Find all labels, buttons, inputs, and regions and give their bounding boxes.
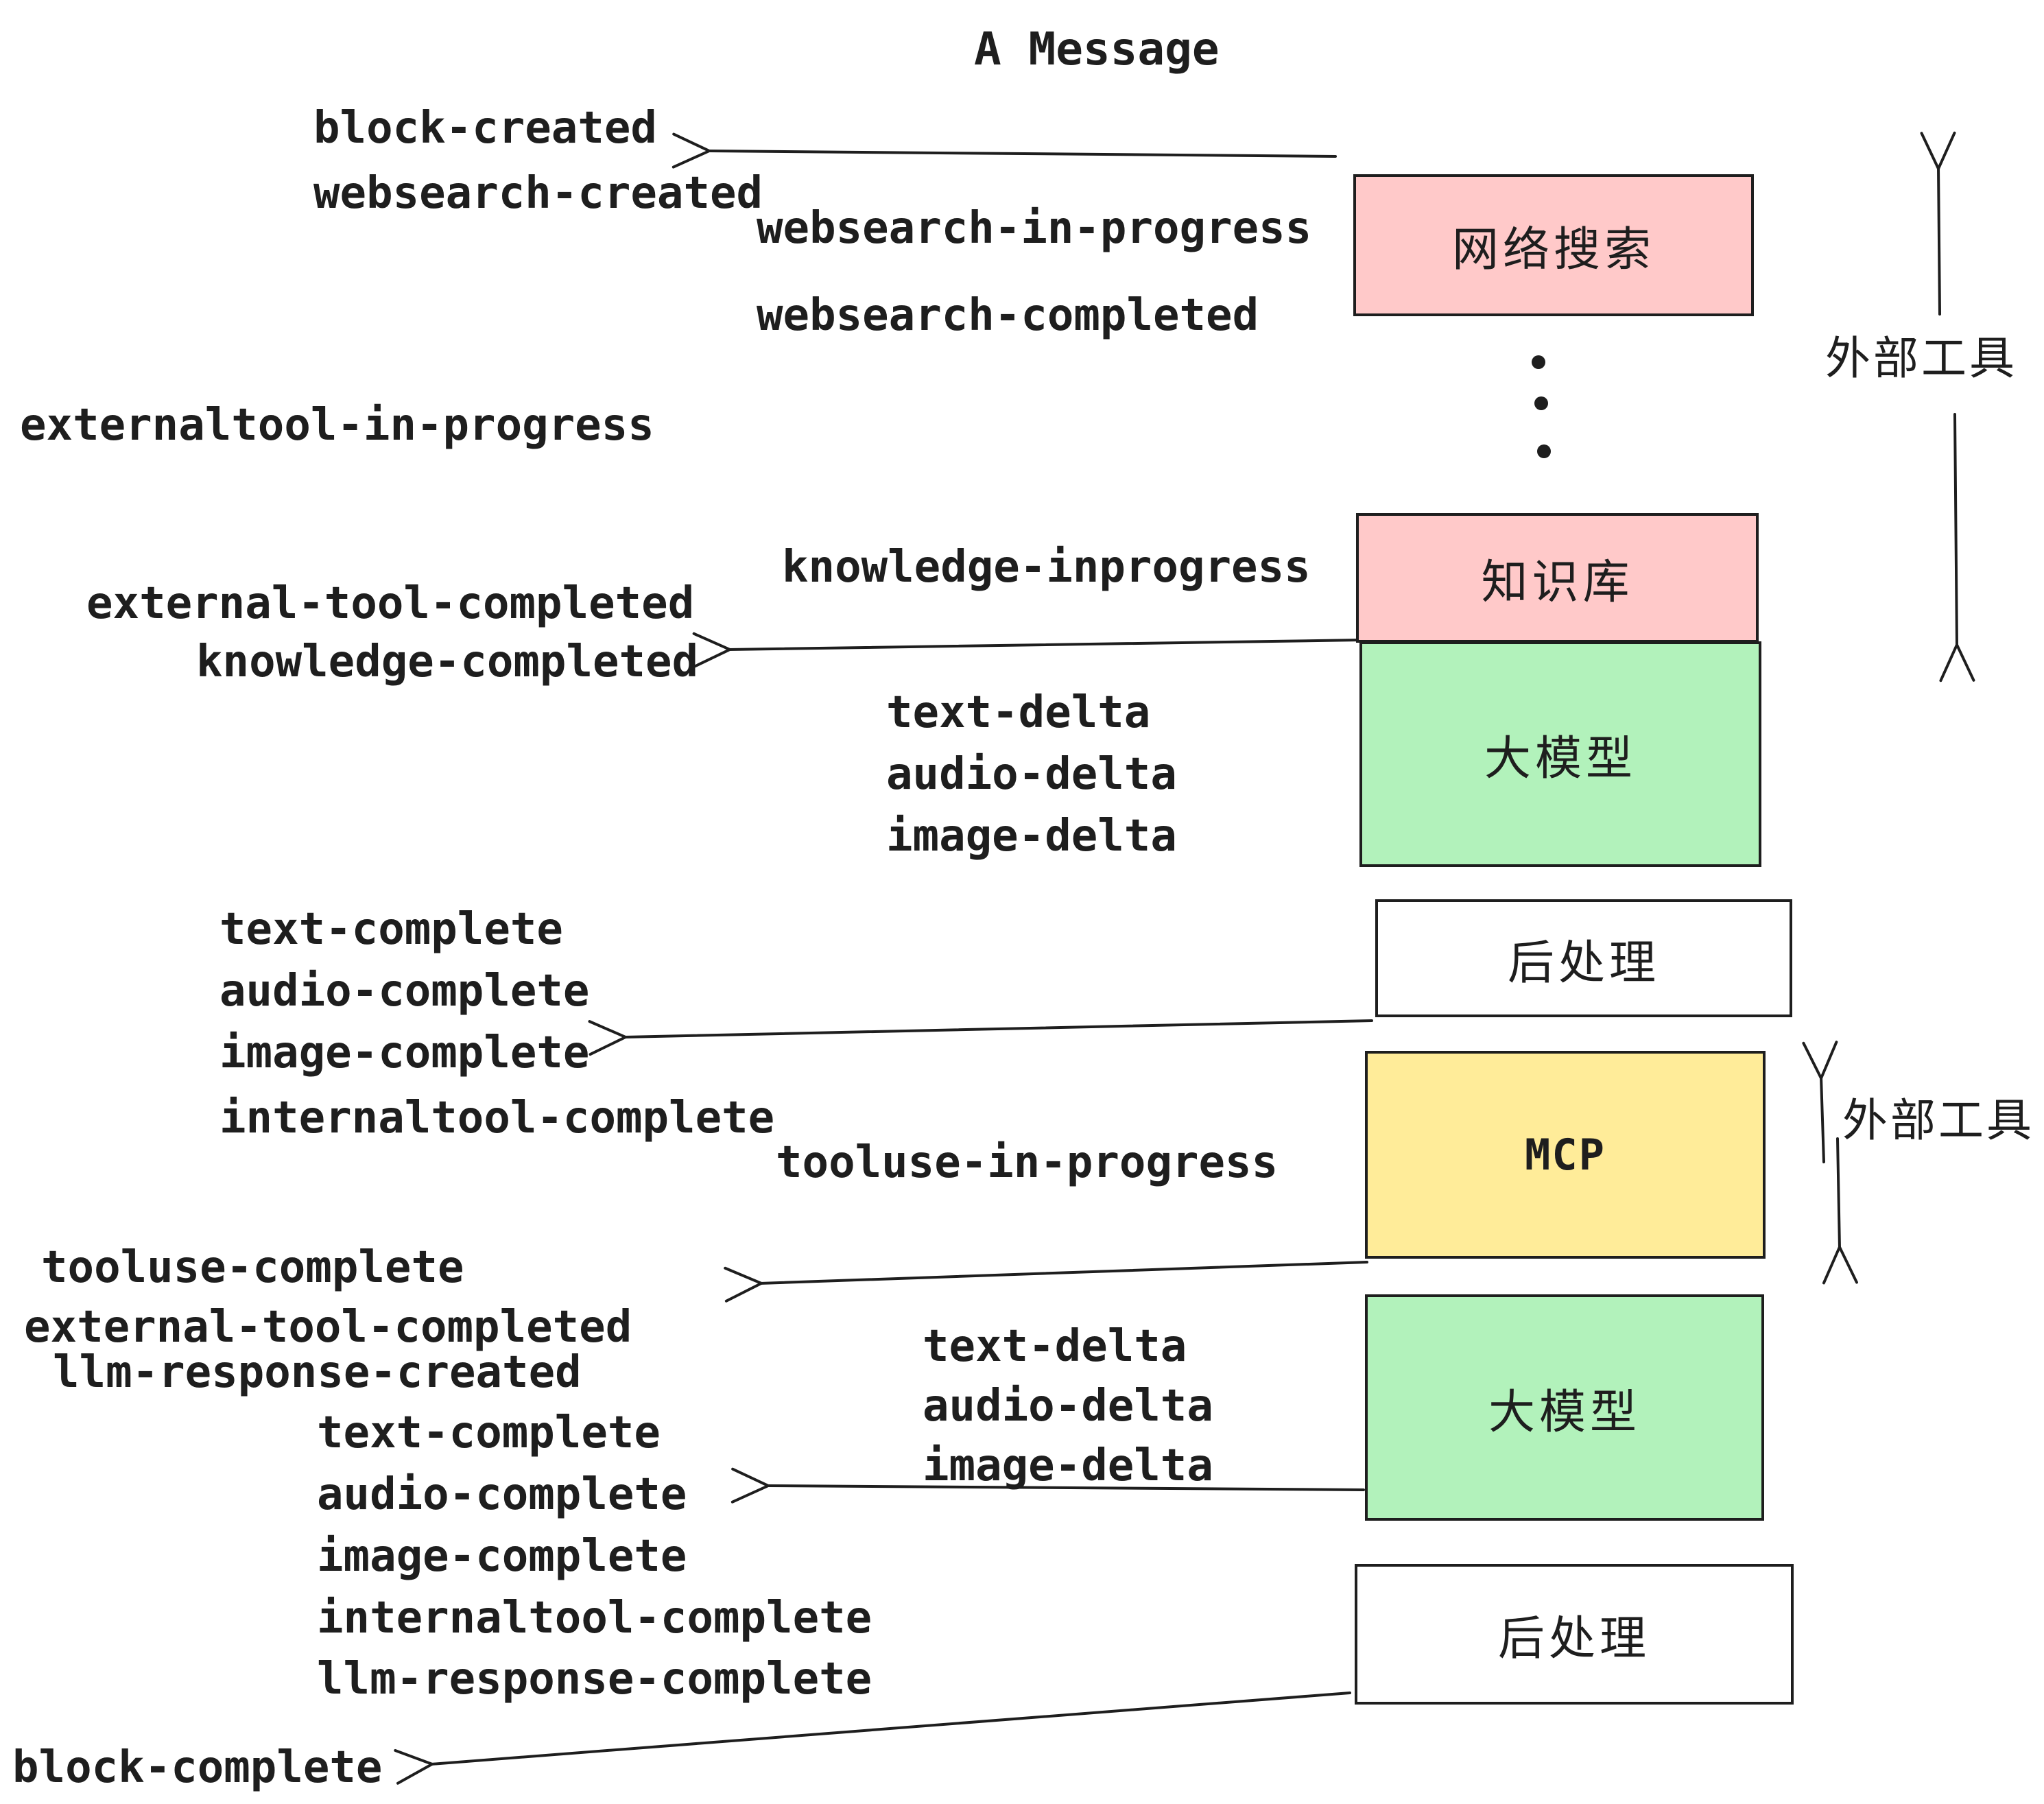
node-mcp-label: MCP	[1525, 1130, 1606, 1180]
event-internaltool-complete: internaltool-complete	[219, 1093, 775, 1143]
event-audio-complete-2: audio-complete	[317, 1469, 687, 1520]
arrow-block-created	[672, 132, 1337, 169]
node-llm-top-label: 大模型	[1484, 732, 1637, 786]
node-websearch: 网络搜索	[1353, 174, 1754, 316]
node-mcp: MCP	[1365, 1051, 1766, 1259]
event-llm-response-created: llm-response-created	[53, 1347, 582, 1398]
node-post-top: 后处理	[1375, 899, 1792, 1017]
event-text-complete: text-complete	[219, 904, 563, 955]
event-knowledge-inprogress: knowledge-inprogress	[782, 542, 1311, 593]
event-internaltool-complete-2: internaltool-complete	[317, 1593, 872, 1643]
event-tooluse-in-progress: tooluse-in-progress	[776, 1137, 1279, 1188]
ellipsis-dot	[1534, 396, 1548, 410]
node-post-bottom: 后处理	[1355, 1564, 1794, 1705]
arrow-image-complete	[588, 1019, 1373, 1056]
event-knowledge-completed: knowledge-completed	[196, 637, 699, 687]
event-text-complete-2: text-complete	[317, 1408, 661, 1458]
node-llm-bottom: 大模型	[1365, 1294, 1764, 1521]
event-websearch-completed: websearch-completed	[757, 290, 1259, 341]
arrow-block-complete	[394, 1692, 1351, 1785]
arrow-tooluse-complete	[724, 1261, 1368, 1303]
arrow-audio-complete	[730, 1467, 1365, 1504]
event-text-delta: text-delta	[886, 687, 1151, 738]
ellipsis-dot	[1537, 444, 1551, 458]
event-audio-delta-2: audio-delta	[923, 1381, 1213, 1432]
node-knowledge-label: 知识库	[1481, 556, 1634, 610]
diagram-title: A Message	[974, 23, 1220, 75]
event-external-tool-completed-2: external-tool-completed	[24, 1302, 632, 1353]
event-websearch-in-progress: websearch-in-progress	[757, 203, 1312, 254]
external-tools-label-top: 外部工具	[1825, 332, 2017, 385]
event-llm-response-complete: llm-response-complete	[317, 1654, 872, 1705]
external-tools-top-up-arrow	[1920, 131, 1956, 316]
node-websearch-label: 网络搜索	[1451, 223, 1655, 277]
event-image-complete: image-complete	[219, 1028, 590, 1078]
node-post-top-label: 后处理	[1507, 936, 1660, 990]
external-tools-label-mid: 外部工具	[1842, 1094, 2034, 1147]
event-audio-complete: audio-complete	[219, 966, 590, 1017]
event-externaltool-in-progress: externaltool-in-progress	[20, 400, 654, 451]
external-tools-top-down-arrow	[1939, 413, 1975, 683]
event-tooluse-complete: tooluse-complete	[41, 1242, 464, 1293]
event-audio-delta: audio-delta	[886, 749, 1177, 800]
ellipsis-dot	[1532, 355, 1545, 369]
node-llm-top: 大模型	[1359, 641, 1761, 867]
event-block-created: block-created	[313, 103, 657, 154]
external-tools-mid-up-arrow	[1802, 1041, 1838, 1163]
event-image-complete-2: image-complete	[317, 1531, 687, 1582]
event-text-delta-2: text-delta	[923, 1321, 1187, 1372]
event-image-delta-2: image-delta	[923, 1440, 1213, 1491]
event-block-complete: block-complete	[12, 1742, 383, 1793]
node-llm-bottom-label: 大模型	[1488, 1385, 1641, 1440]
event-websearch-created: websearch-created	[313, 168, 763, 219]
event-external-tool-completed: external-tool-completed	[86, 578, 695, 629]
arrow-knowledge-completed	[692, 632, 1363, 668]
external-tools-mid-down-arrow	[1822, 1137, 1858, 1285]
event-image-delta: image-delta	[886, 811, 1177, 862]
node-knowledge: 知识库	[1356, 513, 1759, 643]
node-post-bottom-label: 后处理	[1497, 1612, 1650, 1666]
